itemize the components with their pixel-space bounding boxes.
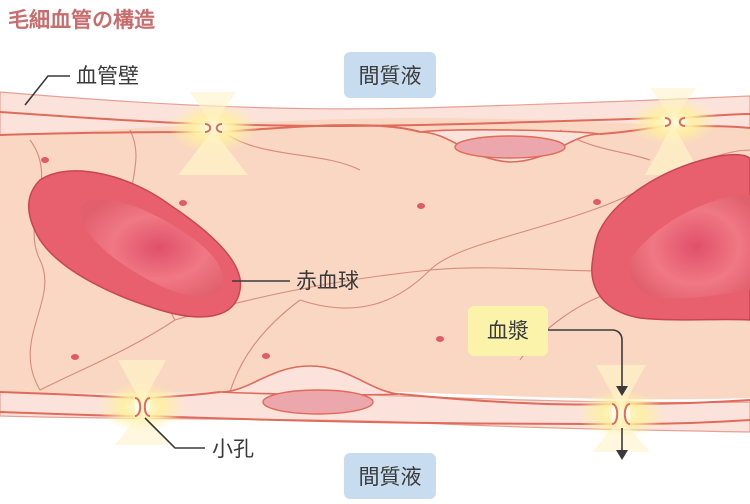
diagram-title: 毛細血管の構造: [8, 8, 156, 32]
arrowheads: [616, 386, 628, 460]
pore-glows: [97, 88, 718, 452]
label-vessel-wall: 血管壁: [76, 64, 139, 88]
label-interstitial-bottom: 間質液: [359, 465, 422, 489]
label-interstitial-top: 間質液: [359, 64, 422, 88]
cell-dots: [41, 157, 601, 360]
nucleus-bottom: [219, 365, 401, 415]
leader-lines: [24, 75, 623, 452]
plasma-lumen: [0, 118, 750, 400]
red-blood-cell-left: [28, 170, 242, 318]
plasma-box: [468, 306, 548, 356]
label-pore: 小孔: [212, 437, 254, 461]
red-blood-cell-right: [591, 153, 750, 321]
label-plasma: 血漿: [487, 319, 529, 343]
nucleus-top: [419, 129, 601, 163]
label-red-blood-cell: 赤血球: [296, 269, 359, 293]
interstitial-bottom-box: [344, 453, 436, 499]
pore-rings: [134, 117, 686, 425]
interstitial-top-box: [344, 52, 436, 98]
wall-lines: [0, 111, 750, 425]
